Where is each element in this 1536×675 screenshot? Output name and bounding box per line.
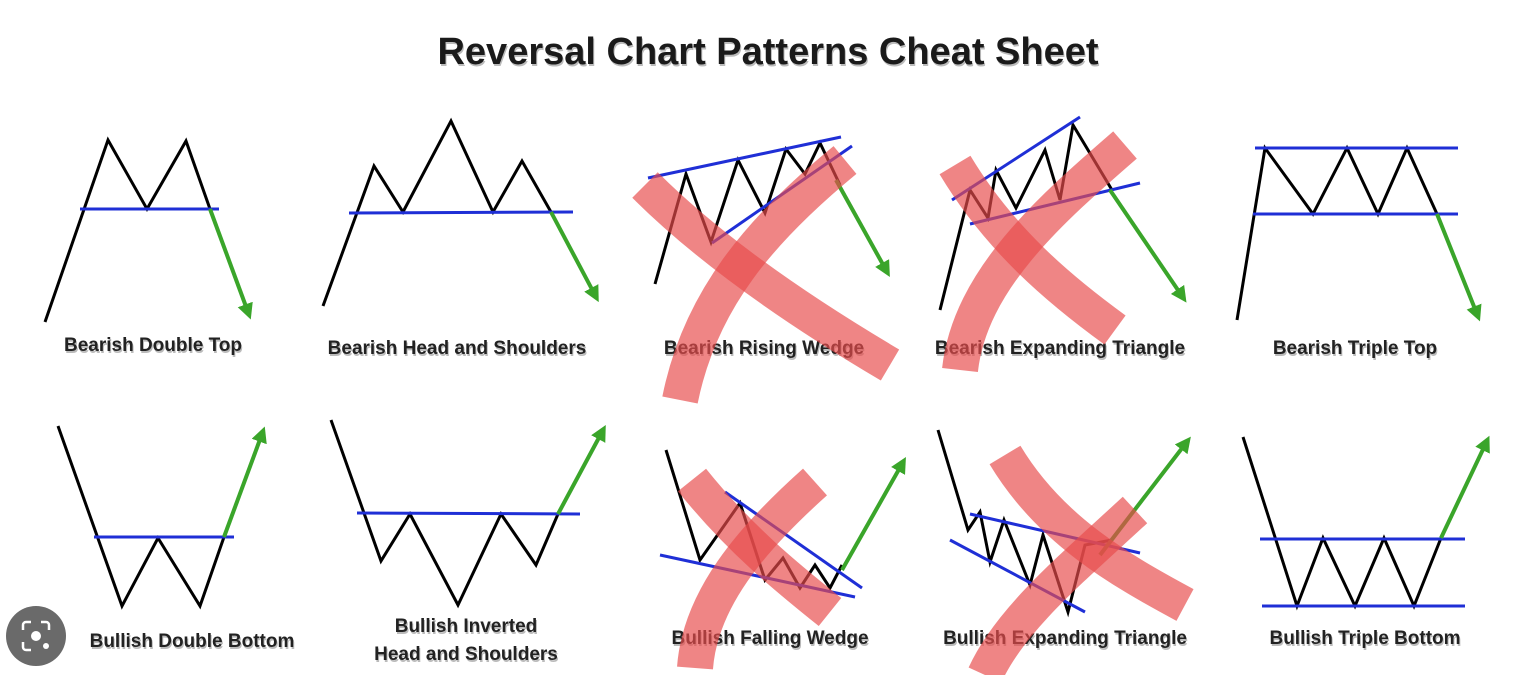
cross-mark: [955, 145, 1125, 370]
pattern-bullish-double-bottom: Bullish Double Bottom: [58, 426, 294, 652]
pattern-bearish-expanding-triangle: Bearish Expanding Triangle: [935, 117, 1185, 370]
pattern-label: Bullish Expanding Triangle: [943, 628, 1187, 649]
page-title: Reversal Chart Patterns Cheat Sheet: [437, 31, 1098, 73]
pattern-bullish-falling-wedge: Bullish Falling Wedge: [660, 450, 902, 668]
pattern-bearish-triple-top: Bearish Triple Top: [1237, 148, 1477, 359]
pattern-label: Bearish Triple Top: [1273, 338, 1437, 359]
pattern-bearish-rising-wedge: Bearish Rising Wedge: [645, 137, 890, 400]
pattern-label: Bullish Triple Bottom: [1269, 628, 1460, 649]
pattern-label: Bearish Head and Shoulders: [328, 338, 587, 359]
pattern-label: Bullish Inverted: [395, 616, 538, 637]
pattern-label-line2: Head and Shoulders: [374, 644, 558, 665]
pattern-label: Bullish Double Bottom: [90, 631, 295, 652]
pattern-bearish-double-top: Bearish Double Top: [45, 140, 248, 356]
cross-mark: [645, 160, 890, 400]
visual-search-button[interactable]: [6, 606, 66, 666]
pattern-bullish-inverted-head-and-shoulders: Bullish Inverted Head and Shoulders: [331, 420, 602, 665]
pattern-bearish-head-and-shoulders: Bearish Head and Shoulders: [323, 121, 595, 359]
pattern-bullish-triple-bottom: Bullish Triple Bottom: [1243, 437, 1486, 649]
pattern-bullish-expanding-triangle: Bullish Expanding Triangle: [938, 430, 1187, 675]
pattern-label: Bearish Double Top: [64, 335, 242, 356]
